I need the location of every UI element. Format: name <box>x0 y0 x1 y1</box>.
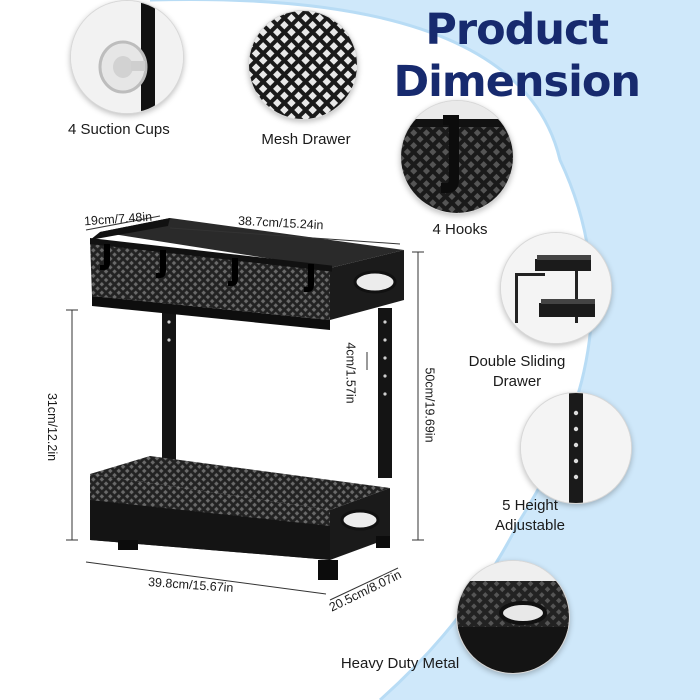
bottom-drawer <box>90 456 390 580</box>
top-drawer-handle <box>353 270 397 294</box>
double-sliding-line-2: Drawer <box>492 373 542 390</box>
double-sliding-label: Double Sliding Drawer <box>452 352 582 392</box>
double-drawer-closeup <box>500 232 612 344</box>
page-title: Product Dimension <box>393 4 641 108</box>
heavy-duty-label: Heavy Duty Metal <box>340 655 460 672</box>
hooks-closeup <box>400 100 514 214</box>
adjustable-post-icon <box>521 393 631 503</box>
double-sliding-line-1: Double Sliding <box>468 353 566 370</box>
dimension-lines <box>66 215 424 601</box>
dim-step: 4cm/1.57in <box>343 342 358 404</box>
hook-icon <box>401 101 513 213</box>
title-line-2: Dimension <box>393 57 641 107</box>
left-post <box>162 308 176 478</box>
double-drawer-icon <box>501 233 611 343</box>
bottom-drawer-handle <box>340 509 380 531</box>
height-adjustable-label: 5 Height Adjustable <box>470 496 590 536</box>
height-adjust-closeup <box>520 392 632 504</box>
suction-cup-closeup <box>70 0 184 114</box>
mesh-drawer-label: Mesh Drawer <box>261 131 351 148</box>
suction-cups-label: 4 Suction Cups <box>68 121 170 138</box>
dim-height-total: 50cm/19.69in <box>422 367 437 443</box>
height-adjustable-line-2: Adjustable <box>494 517 566 534</box>
height-adjustable-line-1: 5 Height <box>502 497 558 514</box>
top-drawer <box>90 218 404 330</box>
hooks-label: 4 Hooks <box>432 221 488 238</box>
dim-height-lower: 31cm/12.2in <box>45 392 60 462</box>
title-line-1: Product <box>425 5 609 55</box>
mesh-pattern-icon <box>249 11 357 119</box>
mesh-drawer-closeup <box>248 10 358 120</box>
suction-cup-icon <box>71 1 183 113</box>
